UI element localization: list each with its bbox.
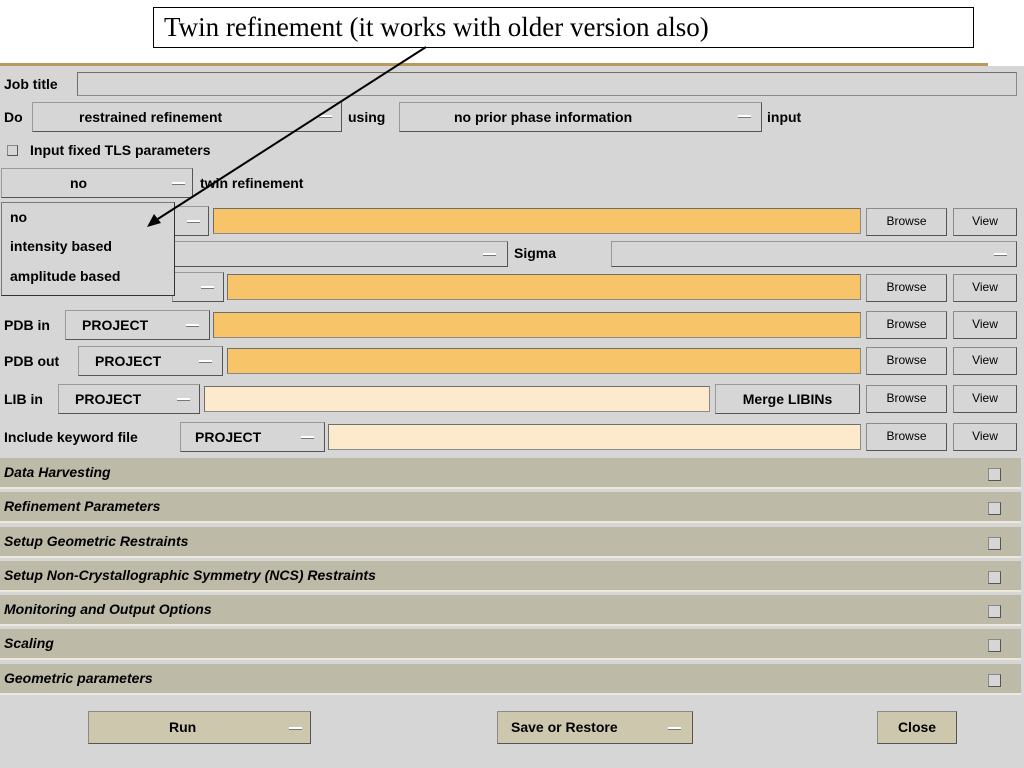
pdb-out-file-input[interactable] — [227, 348, 861, 374]
keyword-file-input[interactable] — [328, 424, 861, 450]
dropdown-option-intensity-based[interactable]: intensity based — [10, 238, 112, 254]
mtz-out-view-button[interactable]: View — [953, 274, 1017, 302]
pdb-out-project-value: PROJECT — [95, 353, 162, 369]
section-toggle-checkbox[interactable] — [988, 468, 1001, 481]
mtz-in-browse-button[interactable]: Browse — [866, 208, 947, 236]
option-menu-icon — [319, 115, 332, 118]
pdb-out-view-button[interactable]: View — [953, 347, 1017, 375]
window-top-border — [0, 63, 988, 66]
twin-refinement-select[interactable]: no — [1, 168, 193, 198]
pdb-out-label: PDB out — [4, 353, 60, 369]
section-title: Data Harvesting — [4, 464, 111, 480]
close-button[interactable]: Close — [877, 711, 957, 744]
phase-info-value: no prior phase information — [454, 109, 633, 125]
section-toggle-checkbox[interactable] — [988, 639, 1001, 652]
sigma-column-select[interactable] — [611, 241, 1017, 267]
job-title-input[interactable] — [77, 72, 1017, 96]
pdb-in-file-input[interactable] — [213, 312, 861, 338]
option-menu-icon — [994, 253, 1007, 256]
section-geometric-parameters[interactable]: Geometric parameters — [0, 664, 1021, 695]
option-menu-icon — [301, 436, 314, 439]
input-label: input — [767, 109, 802, 125]
save-restore-label: Save or Restore — [511, 719, 618, 735]
section-scaling[interactable]: Scaling — [0, 629, 1021, 660]
pdb-in-browse-button[interactable]: Browse — [866, 311, 947, 339]
section-title: Setup Non-Crystallographic Symmetry (NCS… — [4, 567, 376, 583]
twin-refinement-dropdown: no intensity based amplitude based — [1, 202, 175, 296]
section-title: Setup Geometric Restraints — [4, 533, 189, 549]
lib-in-label: LIB in — [4, 391, 43, 407]
option-menu-icon — [738, 115, 751, 118]
pdb-out-browse-button[interactable]: Browse — [866, 347, 947, 375]
mtz-out-project-select[interactable] — [172, 272, 224, 302]
phase-info-select[interactable]: no prior phase information — [399, 102, 762, 132]
option-menu-icon — [201, 286, 214, 289]
twin-refinement-value: no — [70, 175, 88, 191]
section-title: Refinement Parameters — [4, 498, 161, 514]
section-toggle-checkbox[interactable] — [988, 502, 1001, 515]
mtz-out-file-input[interactable] — [227, 274, 861, 300]
option-menu-icon — [199, 360, 212, 363]
section-toggle-checkbox[interactable] — [988, 605, 1001, 618]
dropdown-option-no[interactable]: no — [10, 209, 28, 225]
section-title: Monitoring and Output Options — [4, 601, 212, 617]
option-menu-icon — [289, 727, 302, 730]
mtz-in-view-button[interactable]: View — [953, 208, 1017, 236]
option-menu-icon — [177, 398, 190, 401]
section-toggle-checkbox[interactable] — [988, 674, 1001, 687]
keyword-view-button[interactable]: View — [953, 423, 1017, 451]
lib-in-view-button[interactable]: View — [953, 385, 1017, 413]
section-toggle-checkbox[interactable] — [988, 571, 1001, 584]
keyword-browse-button[interactable]: Browse — [866, 423, 947, 451]
refinement-mode-select[interactable]: restrained refinement — [32, 102, 342, 132]
lib-in-project-value: PROJECT — [75, 391, 142, 407]
pdb-out-project-select[interactable]: PROJECT — [78, 346, 223, 376]
section-geometric-restraints[interactable]: Setup Geometric Restraints — [0, 527, 1021, 558]
pdb-in-project-select[interactable]: PROJECT — [65, 310, 210, 340]
option-menu-icon — [187, 220, 200, 223]
mtz-out-browse-button[interactable]: Browse — [866, 274, 947, 302]
option-menu-icon — [483, 253, 496, 256]
section-title: Scaling — [4, 635, 54, 651]
pdb-in-view-button[interactable]: View — [953, 311, 1017, 339]
refinement-mode-value: restrained refinement — [79, 109, 223, 125]
section-toggle-checkbox[interactable] — [988, 537, 1001, 550]
section-monitoring-output[interactable]: Monitoring and Output Options — [0, 595, 1021, 626]
save-restore-button[interactable]: Save or Restore — [497, 711, 693, 744]
twin-refinement-label: twin refinement — [200, 175, 304, 191]
tls-checkbox[interactable] — [7, 145, 18, 156]
option-menu-icon — [186, 324, 199, 327]
section-ncs-restraints[interactable]: Setup Non-Crystallographic Symmetry (NCS… — [0, 561, 1021, 592]
keyword-project-value: PROJECT — [195, 429, 262, 445]
keyword-file-label: Include keyword file — [4, 429, 138, 445]
tls-label: Input fixed TLS parameters — [30, 142, 211, 158]
merge-libins-button[interactable]: Merge LIBINs — [715, 384, 860, 414]
lib-in-browse-button[interactable]: Browse — [866, 385, 947, 413]
do-label: Do — [4, 109, 23, 125]
section-title: Geometric parameters — [4, 670, 153, 686]
sigma-label: Sigma — [514, 245, 557, 261]
option-menu-icon — [668, 727, 681, 730]
run-button-label: Run — [169, 719, 197, 735]
using-label: using — [348, 109, 386, 125]
fp-column-select[interactable] — [150, 241, 508, 267]
section-refinement-parameters[interactable]: Refinement Parameters — [0, 492, 1021, 523]
section-data-harvesting[interactable]: Data Harvesting — [0, 458, 1021, 489]
annotation-callout: Twin refinement (it works with older ver… — [153, 7, 974, 48]
run-button[interactable]: Run — [88, 711, 311, 744]
pdb-in-project-value: PROJECT — [82, 317, 149, 333]
keyword-project-select[interactable]: PROJECT — [180, 422, 325, 452]
mtz-in-file-input[interactable] — [213, 208, 861, 234]
dropdown-option-amplitude-based[interactable]: amplitude based — [10, 268, 121, 284]
lib-in-project-select[interactable]: PROJECT — [58, 384, 200, 414]
lib-in-file-input[interactable] — [204, 386, 710, 412]
pdb-in-label: PDB in — [4, 317, 50, 333]
job-title-label: Job title — [4, 76, 58, 92]
option-menu-icon — [172, 182, 185, 185]
mtz-in-project-select[interactable] — [172, 206, 209, 236]
